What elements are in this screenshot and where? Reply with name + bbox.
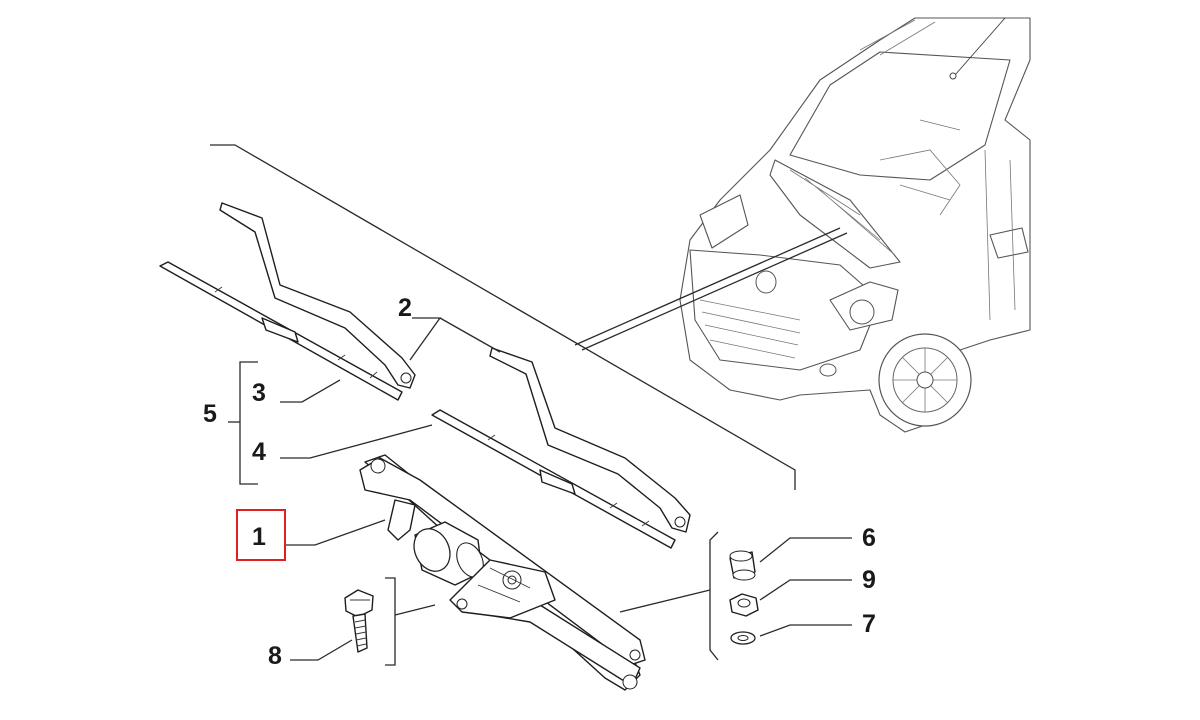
nut-part-9: [729, 593, 759, 617]
callout-3: 3: [252, 379, 266, 407]
callout-8: 8: [268, 642, 282, 670]
cap-part-6: [729, 550, 756, 581]
callout-2: 2: [398, 294, 412, 322]
callout-labels: 2 3 5 4 1 6 9 7 8: [203, 294, 876, 670]
callout-1-highlight-box: [236, 509, 286, 561]
wiper-blade-left: [159, 261, 403, 401]
bolt-part-8: [344, 589, 374, 653]
callout-9: 9: [862, 566, 876, 594]
wiper-linkage-assembly: [359, 454, 646, 691]
callout-1: 1: [252, 523, 266, 551]
wiper-blade-right: [431, 409, 676, 549]
wiper-arm-right: [489, 347, 691, 533]
wiper-arm-left: [219, 202, 416, 389]
callout-7: 7: [862, 610, 876, 638]
callout-6: 6: [862, 524, 876, 552]
leader-lines: [228, 317, 852, 666]
vehicle-illustration: [679, 17, 1031, 433]
callout-5: 5: [203, 400, 217, 428]
vehicle-pointer-lines: [210, 144, 848, 490]
washer-part-7: [730, 631, 756, 645]
callout-4: 4: [252, 438, 266, 466]
